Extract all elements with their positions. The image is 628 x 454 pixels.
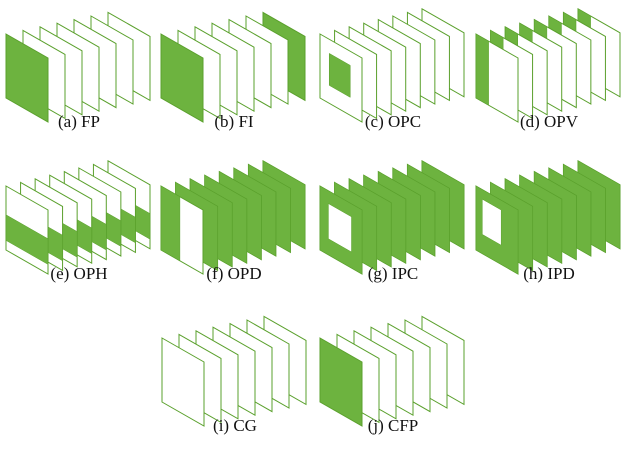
frame-fi-0 <box>160 33 204 123</box>
caption-opd: (f) OPD <box>206 264 262 283</box>
caption-cg: (i) CG <box>213 416 257 435</box>
panel-opc: (c) OPC <box>318 0 468 136</box>
panel-opv: (d) OPV <box>474 0 624 136</box>
caption-fi: (b) FI <box>214 112 254 131</box>
frames-cg <box>161 315 307 427</box>
panel-cg: (i) CG <box>160 304 310 440</box>
frames-opv <box>475 7 621 123</box>
caption-fp: (a) FP <box>57 112 101 131</box>
frame-ipc-0-hole <box>328 203 352 253</box>
caption-cfp: (j) CFP <box>367 416 419 435</box>
frame-ipd-0-hole <box>482 198 502 246</box>
frames-oph <box>5 159 151 275</box>
frame-opv-0-strip <box>475 33 489 106</box>
frame-fp-0 <box>5 33 49 123</box>
panel-opd: (f) OPD <box>159 152 309 288</box>
panel-fi: (b) FI <box>159 0 309 136</box>
panel-ipd: (h) IPD <box>474 152 624 288</box>
panel-cfp: (j) CFP <box>318 304 468 440</box>
caption-ipd: (h) IPD <box>523 264 575 283</box>
caption-opv: (d) OPV <box>519 112 579 131</box>
frame-cg-0 <box>161 337 205 427</box>
frame-cfp-0 <box>319 337 363 427</box>
caption-oph: (e) OPH <box>50 264 108 283</box>
frame-opd-0-strip <box>160 185 181 262</box>
panel-oph: (e) OPH <box>4 152 154 288</box>
panel-fp: (a) FP <box>4 0 154 136</box>
frames-fp <box>5 11 151 123</box>
caption-ipc: (g) IPC <box>367 264 419 283</box>
frame-oph-0-strip <box>5 214 49 265</box>
frames-opc <box>319 7 465 123</box>
frames-opd <box>160 159 306 275</box>
frame-opc-0-core <box>328 52 351 98</box>
frames-ipc <box>319 159 465 275</box>
frames-ipd <box>475 159 621 275</box>
frames-cfp <box>319 315 465 427</box>
frames-fi <box>160 11 306 123</box>
caption-opc: (c) OPC <box>364 112 422 131</box>
panel-ipc: (g) IPC <box>318 152 468 288</box>
